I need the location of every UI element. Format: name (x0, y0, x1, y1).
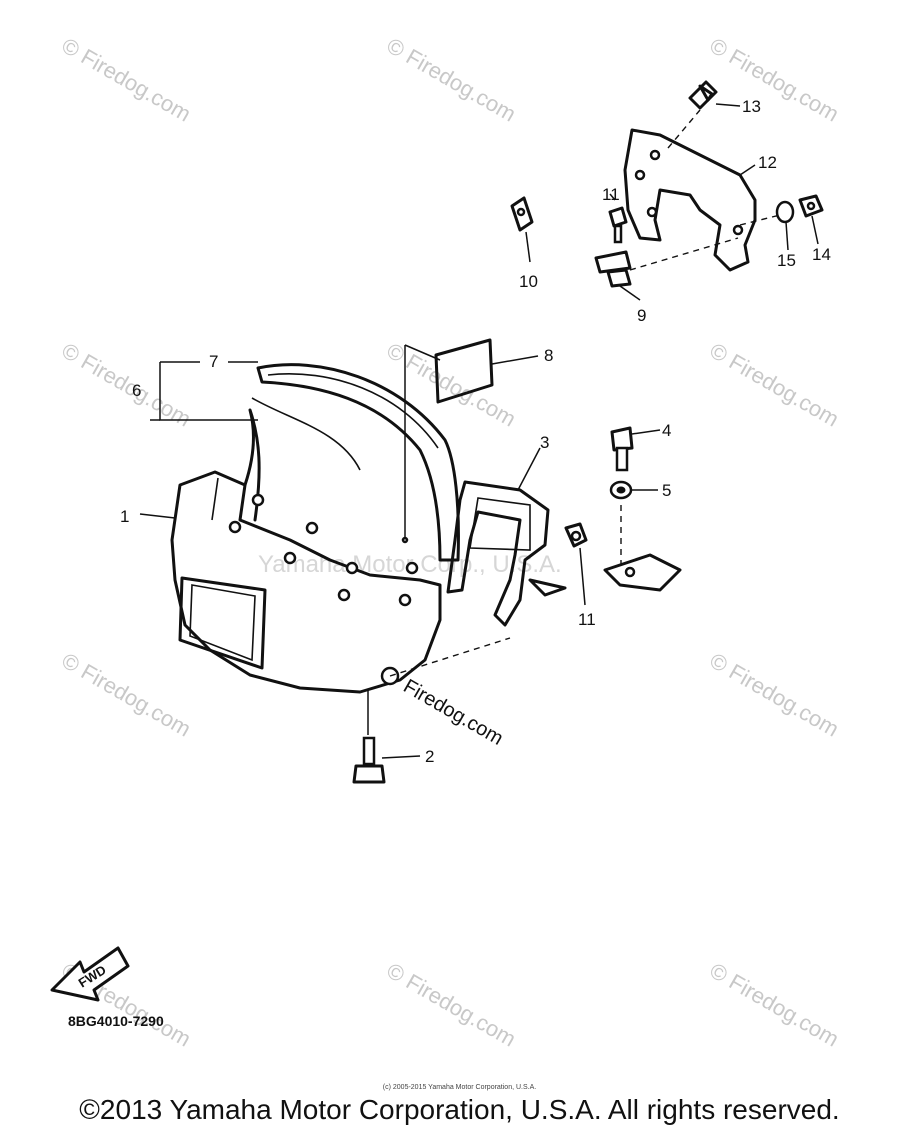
watermark: © Firedog.com (58, 648, 196, 742)
part-label: 7 (209, 352, 218, 371)
part-label: 9 (637, 306, 646, 325)
windshield (251, 344, 460, 562)
watermark: © Firedog.com (58, 33, 196, 127)
grommet-5 (609, 480, 633, 568)
part-label: 15 (777, 251, 796, 270)
part-label: 5 (662, 481, 671, 500)
watermark: © Firedog.com (58, 338, 196, 432)
part-label: 3 (540, 433, 549, 452)
screw-11-lower (564, 522, 588, 548)
nut-14 (798, 194, 824, 218)
part-labels: 1 2 3 4 5 6 7 8 9 10 11 11 12 13 14 15 (120, 97, 831, 766)
stay-12 (623, 109, 781, 272)
part-label: 6 (132, 381, 141, 400)
part-label: 11 (602, 185, 620, 204)
decal (434, 338, 494, 404)
small-copyright: (c) 2005-2015 Yamaha Motor Corporation, … (382, 1084, 537, 1091)
part-label: 8 (544, 346, 553, 365)
watermark-inline: Firedog.com (400, 675, 507, 750)
bolt-4 (610, 426, 634, 472)
watermark-layer: © Firedog.com © Firedog.com © Firedog.co… (58, 33, 844, 1052)
bracket (446, 480, 567, 627)
watermark: © Firedog.com (706, 648, 844, 742)
washer-15 (775, 200, 795, 224)
part-label: 10 (519, 272, 538, 291)
watermark: © Firedog.com (383, 958, 521, 1052)
mounting-plate (603, 553, 682, 592)
leader-lines (139, 103, 819, 759)
watermark: © Firedog.com (706, 33, 844, 127)
watermark: © Firedog.com (706, 958, 844, 1052)
part-label: 14 (812, 245, 831, 264)
clamp-9 (594, 237, 739, 288)
screw-11-upper (608, 206, 628, 244)
watermark: © Firedog.com (706, 338, 844, 432)
cowling (170, 408, 511, 735)
diagram-code: 8BG4010-7290 (68, 1013, 164, 1029)
part-label: 2 (425, 747, 434, 766)
part-label: 11 (578, 610, 596, 629)
watermark: © Firedog.com (383, 33, 521, 127)
bolt-2 (352, 736, 386, 784)
part-label: 4 (662, 421, 671, 440)
part-label: 13 (742, 97, 761, 116)
copyright-notice: ©2013 Yamaha Motor Corporation, U.S.A. A… (79, 1094, 840, 1125)
bolt-13 (688, 80, 718, 110)
part-label: 12 (758, 153, 777, 172)
part-label: 1 (120, 507, 129, 526)
clip-10 (510, 196, 534, 232)
